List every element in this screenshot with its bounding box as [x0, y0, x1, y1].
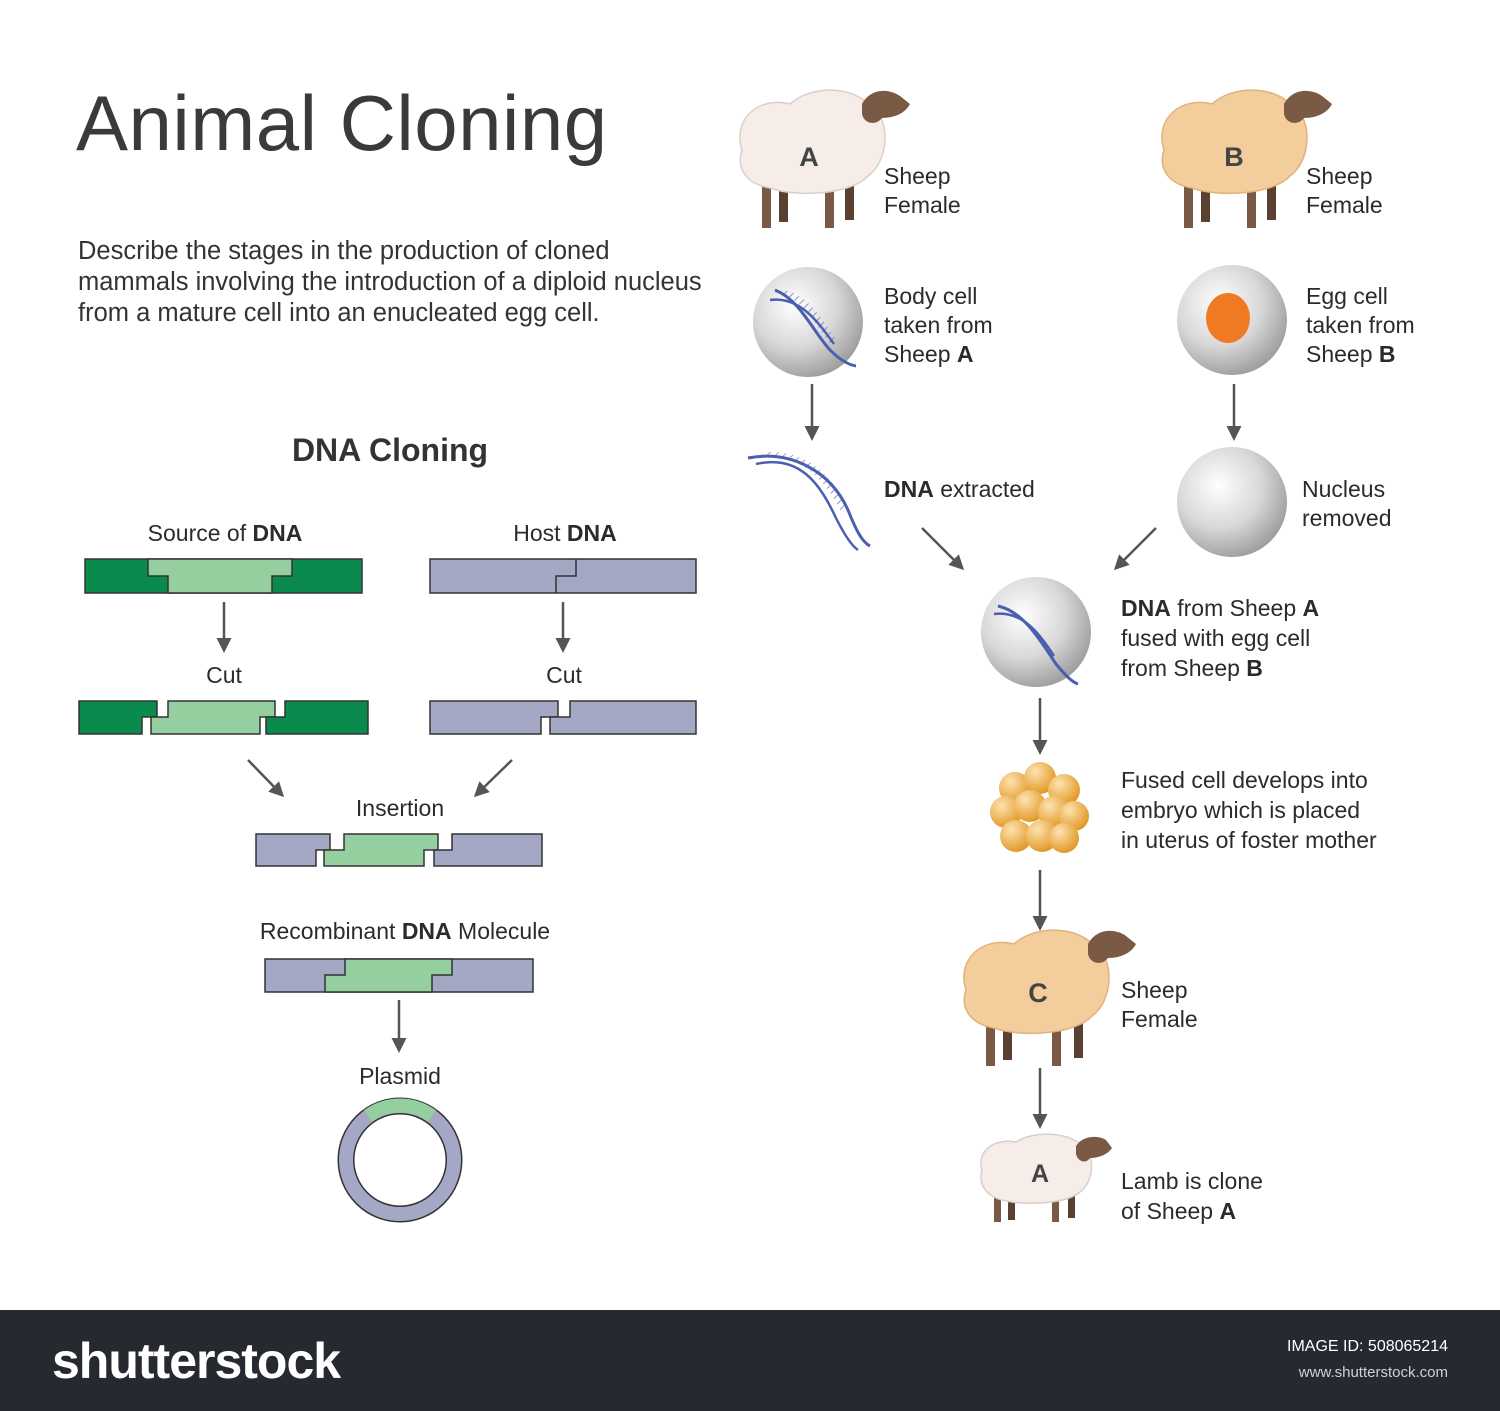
insertion-bar — [255, 833, 543, 867]
svg-text:C: C — [1028, 978, 1048, 1008]
footer-bar: shutterstock IMAGE ID: 508065214 www.shu… — [0, 1310, 1500, 1411]
fused-cell-icon — [981, 577, 1091, 687]
infographic: Animal Cloning Describe the stages in th… — [76, 79, 1415, 1224]
host-dna-cut — [429, 700, 697, 735]
sheep-a-icon: A — [739, 89, 910, 228]
arrow-dna-to-fusion — [921, 527, 965, 571]
dna-cloning-title: DNA Cloning — [291, 432, 489, 468]
egg-cell-icon — [1177, 265, 1287, 375]
svg-text:B: B — [1224, 142, 1244, 172]
sheep-b-icon: B — [1161, 89, 1332, 228]
sheep-c-icon: C — [963, 929, 1136, 1066]
source-dna-bar — [84, 558, 363, 594]
enucleated-cell-icon — [1177, 447, 1287, 557]
recombinant-label: Recombinant DNA Molecule — [259, 918, 551, 944]
lamb-icon: A — [980, 1133, 1112, 1222]
svg-text:A: A — [1031, 1160, 1049, 1188]
plasmid-label: Plasmid — [359, 1063, 441, 1089]
footer-url[interactable]: www.shutterstock.com — [1298, 1364, 1448, 1381]
host-dna-bar — [429, 558, 697, 594]
arrow-cut-right-to-insertion — [473, 759, 513, 798]
description-text: Describe the stages in the production of… — [78, 237, 702, 327]
recombinant-bar — [264, 958, 534, 993]
cut-right-label: Cut — [546, 662, 582, 688]
cut-left-label: Cut — [206, 662, 242, 688]
dna-helix-icon — [747, 451, 871, 552]
page-title: Animal Cloning — [76, 79, 608, 167]
embryo-icon — [990, 762, 1089, 853]
arrow-cut-left-to-insertion — [247, 759, 285, 798]
insertion-label: Insertion — [355, 795, 445, 821]
footer-logo[interactable]: shutterstock — [52, 1333, 341, 1389]
svg-text:A: A — [799, 142, 819, 172]
dna-extracted-label: DNA extracted — [884, 476, 1035, 502]
source-dna-cut — [78, 700, 369, 735]
image-id: IMAGE ID: 508065214 — [1287, 1338, 1448, 1355]
host-dna-label: Host DNA — [513, 520, 617, 546]
arrow-egg-to-fusion — [1113, 527, 1157, 571]
diagram-graphics: A B — [78, 89, 1332, 1223]
body-cell-icon — [753, 267, 863, 377]
plasmid-ring — [337, 1097, 463, 1223]
source-dna-label: Source of DNA — [147, 520, 303, 546]
